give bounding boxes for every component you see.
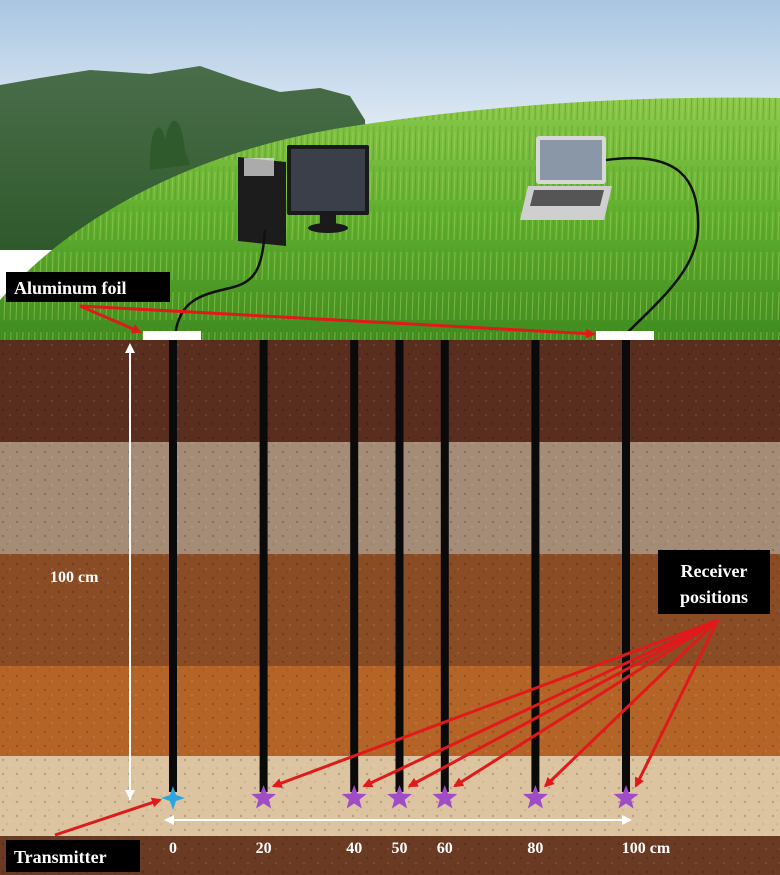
transmitter-arrow — [54, 797, 162, 837]
foil-arrow-right — [79, 304, 596, 339]
laptop-screen — [540, 140, 602, 180]
receiver-star-icon-60 — [432, 785, 458, 809]
receiver-star-icon-20 — [251, 785, 276, 809]
receiver-arrow-40 — [362, 618, 719, 788]
monitor-base — [308, 223, 348, 233]
position-tick-label-100: 100 cm — [622, 840, 671, 857]
aluminum-foil-strips — [143, 331, 654, 340]
receiver-positions-line2: positions — [680, 587, 748, 607]
receiver-arrow-100 — [634, 619, 720, 788]
laptop-icon — [520, 136, 612, 220]
position-tick-labels: 0 20 40 50 60 80 100 cm — [169, 840, 671, 857]
monitor-screen — [291, 149, 365, 211]
pc-tower-side — [244, 158, 274, 176]
red-arrows — [54, 304, 720, 837]
receiver-positions-label: Receiver positions — [658, 550, 770, 614]
position-tick-label-50: 50 — [392, 840, 408, 857]
position-markers — [161, 785, 639, 810]
receiver-star-icon-40 — [341, 785, 367, 809]
position-tick-label-0: 0 — [169, 840, 177, 857]
foil-arrow-left — [79, 304, 142, 334]
position-tick-label-40: 40 — [346, 840, 362, 857]
aluminum-foil-text: Aluminum foil — [14, 278, 127, 298]
receiver-star-icon-100 — [613, 785, 639, 809]
transmitter-text: Transmitter — [14, 847, 107, 867]
position-tick-label-60: 60 — [437, 840, 453, 857]
monitor-stand — [320, 215, 336, 225]
receiver-arrow-80 — [543, 618, 720, 788]
cable-laptop — [605, 156, 700, 336]
receiver-arrow-50 — [407, 618, 719, 788]
aluminum-foil-label: Aluminum foil — [6, 272, 170, 302]
aluminum-foil-strip-0 — [143, 331, 201, 340]
pc-tower — [238, 157, 286, 247]
transmitter-label: Transmitter — [6, 840, 140, 872]
probe-rods — [169, 340, 630, 792]
trees — [150, 120, 190, 170]
receiver-star-icon-50 — [387, 785, 412, 809]
aluminum-foil-strip-100 — [596, 331, 654, 340]
transmitter-star-icon — [161, 786, 185, 810]
laptop-keyboard — [530, 190, 604, 206]
receiver-arrow-60 — [453, 618, 719, 788]
depth-label: 100 cm — [50, 569, 99, 586]
position-tick-label-20: 20 — [256, 840, 272, 857]
position-tick-label-80: 80 — [527, 840, 543, 857]
receiver-positions-line1: Receiver — [681, 561, 748, 581]
receiver-star-icon-80 — [523, 785, 548, 809]
receiver-arrow-20 — [271, 618, 719, 788]
desktop-computer-icon — [238, 145, 369, 247]
